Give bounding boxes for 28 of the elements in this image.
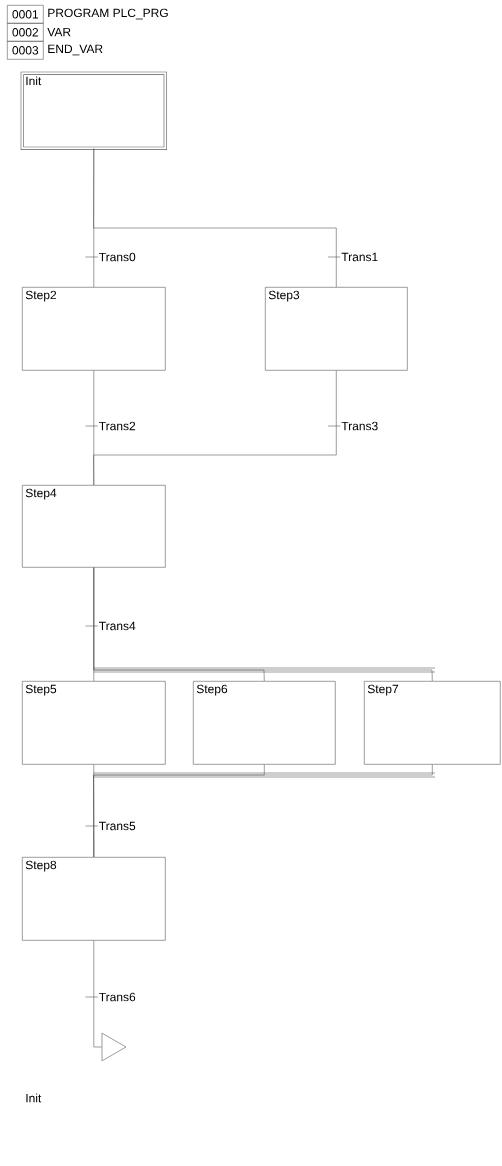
step-box: Step4 [22, 485, 166, 568]
jump-triangle [101, 1032, 127, 1062]
connector-line [93, 764, 433, 858]
step-box: Step8 [22, 857, 166, 941]
transition-label: Trans5 [97, 820, 137, 832]
connector-line [93, 940, 102, 1048]
step-box: Step3 [265, 287, 408, 371]
connector-line [93, 567, 433, 682]
code-text: VAR [47, 27, 71, 37]
connector-line [93, 148, 337, 288]
step-box: Step6 [193, 681, 336, 765]
connector-line [93, 370, 337, 486]
step-box: Step2 [22, 287, 166, 371]
transition-label: Trans4 [97, 620, 137, 632]
step-box: Step5 [22, 681, 166, 765]
line-number: 0003 [7, 41, 44, 60]
jump-target-label: Init [26, 1093, 42, 1103]
code-text: END_VAR [48, 44, 103, 56]
line-number: 0002 [7, 23, 44, 42]
transition-label: Trans6 [97, 991, 137, 1003]
transition-label: Trans2 [97, 420, 137, 432]
transition-label: Trans3 [340, 420, 380, 432]
initial-step-box: Init [20, 71, 167, 150]
step-box: Step7 [364, 681, 501, 765]
code-text: PROGRAM PLC_PRG [48, 8, 168, 20]
transition-label: Trans0 [97, 251, 137, 263]
transition-label: Trans1 [340, 251, 380, 263]
line-number: 0001 [7, 5, 44, 24]
